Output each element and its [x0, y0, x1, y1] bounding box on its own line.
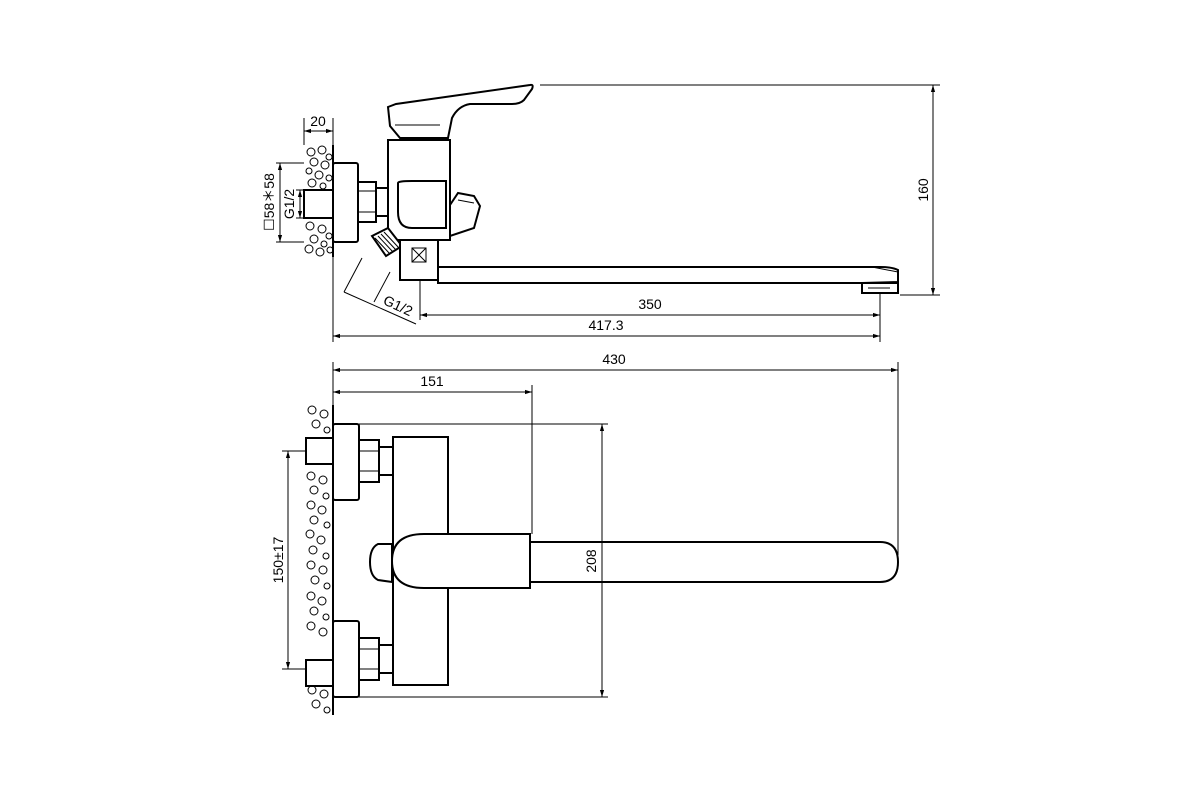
spout-side — [437, 266, 899, 294]
lever-handle-top — [368, 543, 393, 584]
eccentric-nut-side — [357, 181, 389, 223]
dim-label-flange-size: ☐58＊58 — [261, 173, 277, 231]
wall-top — [305, 405, 334, 715]
dim-label-center-distance: 150±17 — [270, 536, 286, 583]
dim-total-reach: 417.3 — [332, 257, 881, 342]
lower-nut-top — [358, 637, 394, 681]
lever-handle-side — [386, 83, 534, 139]
mixer-body-side — [387, 139, 482, 241]
upper-flange-top — [332, 423, 360, 501]
dim-label-body-offset: 151 — [420, 373, 444, 389]
top-view: 430 151 208 150±17 — [270, 351, 900, 715]
lower-flange-top — [332, 620, 360, 698]
dim-label-overall-length: 430 — [602, 351, 626, 367]
dim-label-total-reach: 417.3 — [588, 317, 623, 333]
dim-height: 160 — [540, 84, 940, 296]
dim-flange-size: ☐58＊58 — [261, 162, 304, 243]
upper-nut-top — [358, 439, 394, 483]
spout-top — [529, 541, 900, 583]
dim-depth: 208 — [359, 423, 608, 698]
dim-body-offset: 151 — [333, 373, 533, 534]
dim-inlet-thread: G1/2 — [281, 189, 304, 220]
dim-center-distance: 150±17 — [270, 450, 306, 670]
dim-label-depth: 208 — [583, 549, 599, 573]
dim-label-spout-reach: 350 — [638, 296, 662, 312]
side-view: 20 ☐58＊58 G1/2 G1/2 350 — [261, 83, 940, 342]
dim-label-outlet-thread: G1/2 — [381, 292, 415, 319]
dim-spout-reach: 350 — [419, 280, 881, 320]
wall-flange — [332, 162, 359, 243]
dim-label-inlet-thread: G1/2 — [281, 189, 297, 220]
wall-stone-pattern-top — [305, 405, 331, 714]
dim-overall-length: 430 — [332, 351, 899, 555]
dim-flange-width: 20 — [303, 113, 334, 145]
lever-top — [390, 533, 531, 589]
dim-label-height: 160 — [915, 178, 931, 202]
spout-base — [399, 239, 439, 281]
dim-label-flange-width: 20 — [310, 113, 326, 129]
wall-side — [303, 145, 334, 257]
